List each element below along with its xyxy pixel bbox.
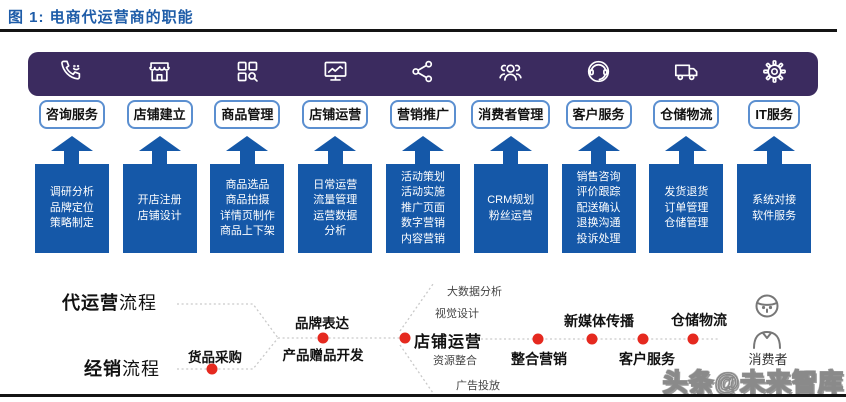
share-icon — [409, 58, 436, 90]
distribution-process-rest: 流程 — [122, 359, 160, 379]
function-detail-box: CRM规划粉丝运营 — [473, 164, 548, 253]
function-detail-box: 系统对接软件服务 — [737, 164, 812, 253]
function-columns: 咨询服务 调研分析品牌定位策略制定 店铺建立 开店注册店铺设计 商品管理 商品选… — [28, 100, 818, 253]
function-detail-box: 销售咨询评价跟踪配送确认退换沟通投诉处理 — [561, 164, 636, 253]
column-store-setup: 店铺建立 开店注册店铺设计 — [116, 100, 204, 253]
column-consumer-mgmt: 消费者管理 CRM规划粉丝运营 — [467, 100, 555, 253]
distribution-process-bold: 经销 — [84, 359, 122, 379]
function-label: 消费者管理 — [471, 100, 551, 129]
watermark: 头条@未来智库 — [662, 368, 844, 398]
up-arrow-icon — [665, 136, 708, 164]
flow-node-new-media: 新媒体传播 — [564, 313, 634, 329]
store-aspect-bigdata: 大数据分析 — [447, 286, 502, 298]
distribution-process-label: 经销流程 — [84, 355, 160, 381]
function-label: 仓储物流 — [653, 100, 720, 129]
people-group-icon — [497, 58, 524, 90]
function-detail-box: 开店注册店铺设计 — [122, 164, 197, 253]
flow-node-product-gift-dev: 产品赠品开发 — [282, 348, 364, 363]
title-divider — [0, 29, 837, 32]
column-logistics: 仓储物流 发货退货订单管理仓储管理 — [642, 100, 730, 253]
function-detail-box: 活动策划活动实施推广页面数字营销内容营销 — [385, 164, 460, 253]
page-title: 图 1: 电商代运营商的职能 — [8, 9, 194, 26]
up-arrow-icon — [226, 136, 269, 164]
grid-search-icon — [234, 58, 261, 90]
flow-node-customer-service: 客户服务 — [619, 351, 675, 367]
truck-icon — [673, 58, 700, 90]
function-detail-box: 商品选品商品拍摄详情页制作商品上下架 — [210, 164, 285, 253]
consumer-label: 消费者 — [748, 352, 788, 367]
column-store-operation: 店铺运营 日常运营流量管理运营数据分析 — [291, 100, 379, 253]
column-product-mgmt: 商品管理 商品选品商品拍摄详情页制作商品上下架 — [204, 100, 292, 253]
function-label: 营销推广 — [389, 100, 456, 129]
bottom-divider — [0, 394, 846, 397]
column-consulting: 咨询服务 调研分析品牌定位策略制定 — [28, 100, 116, 253]
up-arrow-icon — [314, 136, 357, 164]
storefront-icon — [146, 58, 173, 90]
function-label: 客户服务 — [565, 100, 632, 129]
flow-node-warehouse-logistics: 仓储物流 — [671, 312, 727, 328]
column-customer-service: 客户服务 销售咨询评价跟踪配送确认退换沟通投诉处理 — [555, 100, 643, 253]
store-aspect-visual-design: 视觉设计 — [435, 308, 479, 320]
column-marketing: 营销推广 活动策划活动实施推广页面数字营销内容营销 — [379, 100, 467, 253]
up-arrow-icon — [50, 136, 93, 164]
up-arrow-icon — [489, 136, 532, 164]
gear-icon — [761, 58, 788, 90]
function-icon-bar — [28, 52, 818, 96]
consumer-person-icon — [746, 291, 788, 354]
function-label: 店铺建立 — [126, 100, 193, 129]
up-arrow-icon — [138, 136, 181, 164]
function-detail-box: 调研分析品牌定位策略制定 — [34, 164, 109, 253]
function-label: 商品管理 — [214, 100, 281, 129]
flow-node-store-operation: 店铺运营 — [414, 334, 483, 351]
up-arrow-icon — [577, 136, 620, 164]
store-aspect-resource-integration: 资源整合 — [433, 355, 477, 367]
flow-node-procurement: 货品采购 — [188, 350, 242, 365]
monitor-chart-icon — [322, 58, 349, 90]
function-label: 店铺运营 — [302, 100, 369, 129]
agency-process-rest: 流程 — [119, 293, 157, 313]
function-detail-box: 日常运营流量管理运营数据分析 — [298, 164, 373, 253]
up-arrow-icon — [753, 136, 796, 164]
store-aspect-advertising: 广告投放 — [456, 380, 500, 392]
function-label: 咨询服务 — [38, 100, 105, 129]
up-arrow-icon — [401, 136, 444, 164]
flow-node-brand-expression: 品牌表达 — [295, 316, 349, 331]
headset-icon — [585, 58, 612, 90]
flow-node-integrated-marketing: 整合营销 — [511, 351, 567, 367]
agency-process-label: 代运营流程 — [62, 289, 157, 315]
agency-process-bold: 代运营 — [62, 293, 119, 313]
column-it-service: IT服务 系统对接软件服务 — [730, 100, 818, 253]
function-detail-box: 发货退货订单管理仓储管理 — [649, 164, 724, 253]
function-label: IT服务 — [748, 100, 800, 129]
phone-consult-icon — [58, 58, 85, 90]
